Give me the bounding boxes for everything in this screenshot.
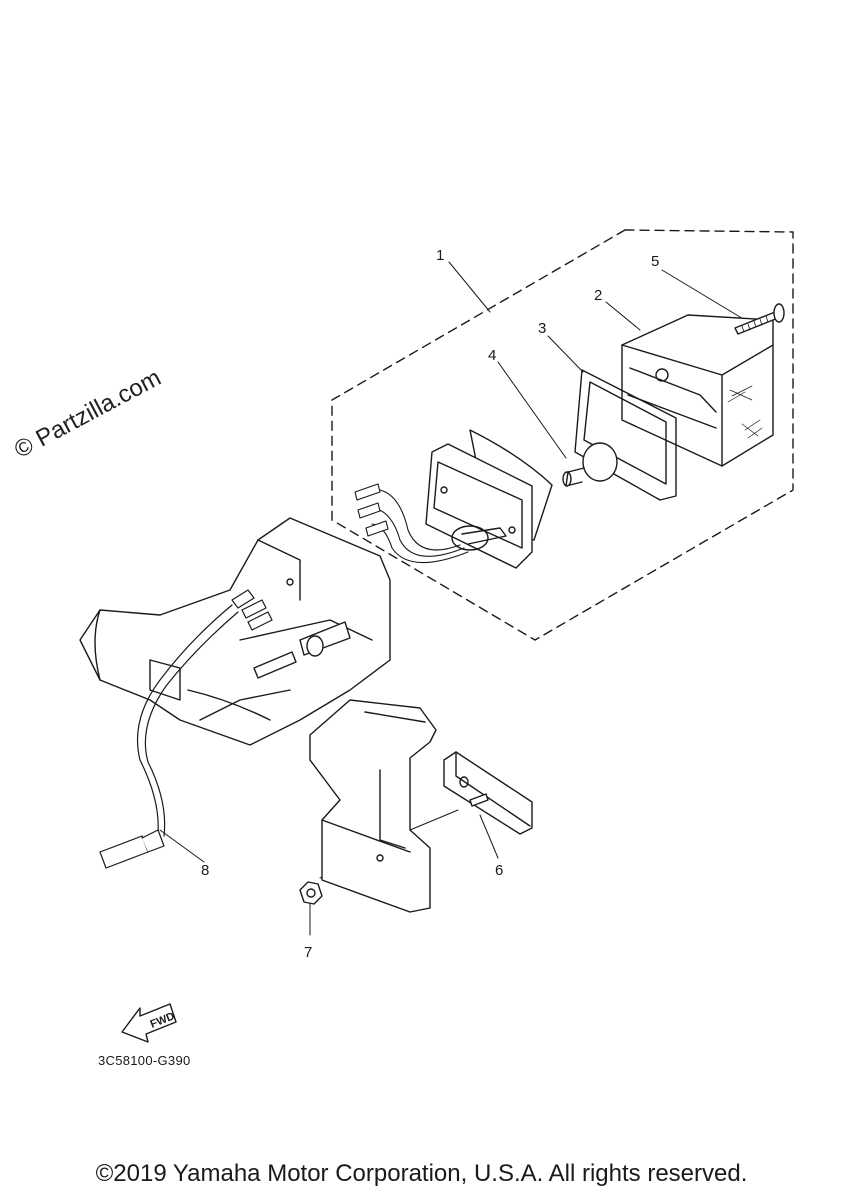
callout-5: 5 [651, 253, 660, 270]
fwd-arrow-icon: FWD [121, 1003, 177, 1043]
bulb [562, 442, 618, 487]
diagram-part-code: 3C58100-G390 [98, 1053, 191, 1068]
rear-fender-bracket [79, 517, 391, 746]
tail-lamp-lens [621, 314, 774, 467]
callout-2: 2 [594, 287, 603, 304]
socket-wires [354, 483, 469, 564]
wire-harness [99, 589, 273, 869]
reflector [443, 751, 533, 835]
callout-4: 4 [488, 347, 497, 364]
gasket [574, 369, 677, 501]
callout-6: 6 [495, 862, 504, 879]
assembly-boundary [331, 229, 794, 641]
license-bracket [309, 699, 437, 913]
screw [734, 303, 785, 335]
callout-8: 8 [201, 862, 210, 879]
callout-3: 3 [538, 320, 547, 337]
nut [299, 881, 323, 905]
lamp-base [425, 429, 553, 569]
callout-7: 7 [304, 944, 313, 961]
copyright-notice: ©2019 Yamaha Motor Corporation, U.S.A. A… [95, 1160, 748, 1187]
callout-1: 1 [436, 247, 445, 264]
